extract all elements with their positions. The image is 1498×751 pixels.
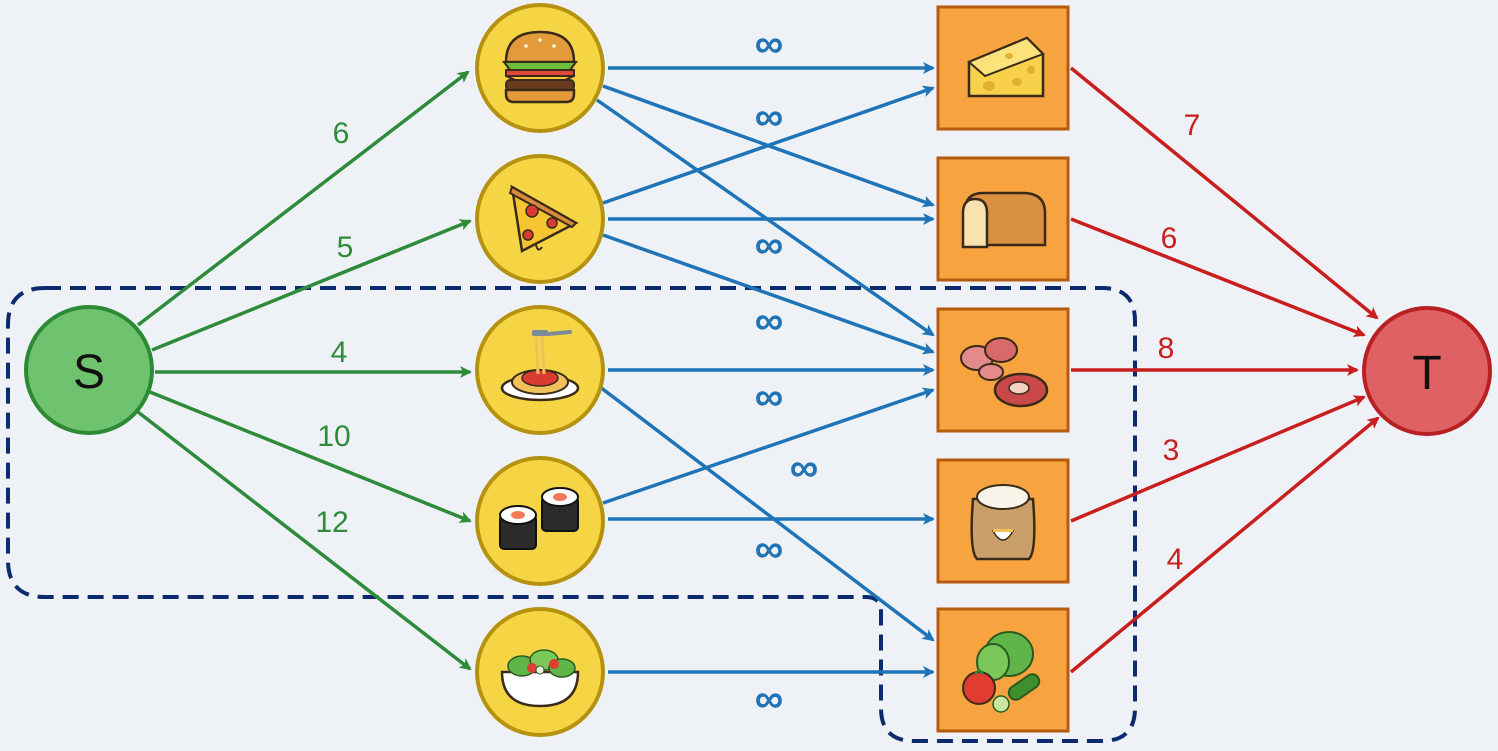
bread-icon xyxy=(961,191,1047,249)
sink-label: T xyxy=(1412,347,1441,400)
sink-node: T xyxy=(1362,306,1492,436)
edge-pizza-meat xyxy=(602,233,935,355)
capacity-label: 5 xyxy=(337,231,354,264)
capacity-label: ∞ xyxy=(755,527,784,571)
edge-s-sushi xyxy=(149,390,472,523)
dish-node-pizza xyxy=(475,154,605,284)
cut-boundary xyxy=(6,286,1137,743)
rice-sack-icon xyxy=(970,484,1036,561)
ingredient-node-cheese xyxy=(936,5,1070,131)
edge-vegetables-t xyxy=(1069,416,1380,674)
edge-s-pizza xyxy=(151,219,472,352)
edge-cheese-t xyxy=(1069,66,1379,320)
capacity-label: ∞ xyxy=(755,375,784,419)
salad-icon xyxy=(500,649,580,708)
capacity-label: 4 xyxy=(331,336,348,369)
pizza-icon xyxy=(508,184,579,253)
ingredient-node-vegetables xyxy=(936,607,1070,733)
dish-node-burger xyxy=(475,3,605,133)
source-node: S xyxy=(24,305,154,435)
sink-capacity-labels: 7 6 8 3 4 xyxy=(1158,109,1201,576)
middle-edges xyxy=(595,62,935,678)
source-capacity-labels: 6 5 4 10 12 xyxy=(315,117,353,539)
capacity-label: 10 xyxy=(317,420,350,453)
capacity-label: ∞ xyxy=(790,446,819,490)
infinite-capacity-labels: ∞ ∞ ∞ ∞ ∞ ∞ ∞ ∞ xyxy=(755,22,819,721)
ingredient-node-meat xyxy=(936,307,1070,433)
capacity-label: 4 xyxy=(1167,543,1184,576)
burger-icon xyxy=(502,30,578,104)
ingredient-node-bread xyxy=(936,156,1070,282)
source-label: S xyxy=(73,346,105,399)
capacity-label: ∞ xyxy=(755,677,784,721)
capacity-label: ∞ xyxy=(755,223,784,267)
edge-sushi-meat xyxy=(602,387,935,505)
capacity-label: 3 xyxy=(1163,434,1180,467)
meat-icon xyxy=(960,337,1049,408)
vegetables-icon xyxy=(962,631,1041,713)
edge-rice-t xyxy=(1070,395,1366,523)
capacity-label: 12 xyxy=(315,506,348,539)
spaghetti-icon xyxy=(500,330,580,402)
capacity-label: ∞ xyxy=(755,22,784,66)
edge-s-burger xyxy=(136,70,470,327)
sink-edges xyxy=(1069,66,1380,674)
dish-node-salad xyxy=(475,607,605,737)
edge-bread-t xyxy=(1070,217,1366,337)
dish-node-sushi xyxy=(475,456,605,586)
dish-node-spaghetti xyxy=(475,305,605,435)
capacity-label: 8 xyxy=(1158,332,1175,365)
capacity-label: 6 xyxy=(1161,222,1178,255)
capacity-label: ∞ xyxy=(755,299,784,343)
cheese-icon xyxy=(967,36,1045,98)
capacity-label: ∞ xyxy=(755,95,784,139)
source-edges xyxy=(136,70,472,671)
edge-spaghetti-vegetables xyxy=(598,385,935,642)
sushi-icon xyxy=(499,487,579,550)
ingredient-node-rice xyxy=(936,458,1070,584)
capacity-label: 6 xyxy=(333,117,350,150)
capacity-label: 7 xyxy=(1184,109,1201,142)
edge-s-salad xyxy=(136,410,472,671)
edge-pizza-cheese xyxy=(602,85,935,205)
